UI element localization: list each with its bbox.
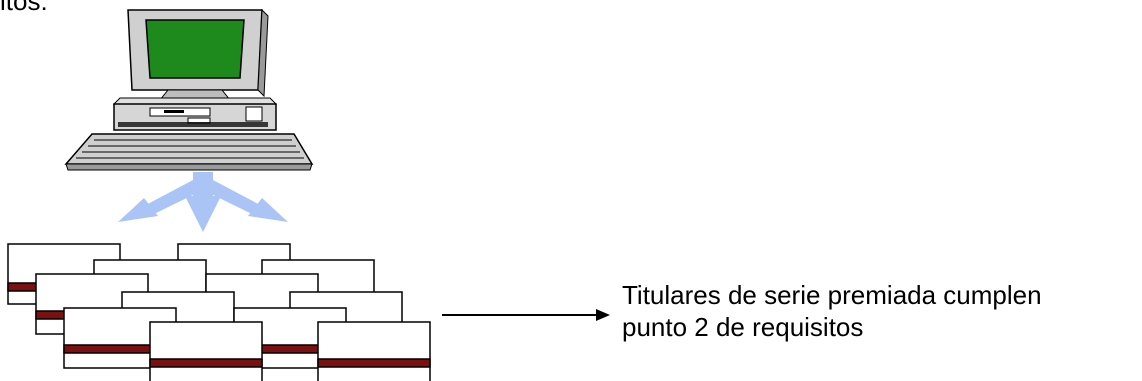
top-partial-text: itos:	[0, 0, 48, 16]
result-line-1: Titulares de serie premiada cumplen	[622, 280, 1042, 310]
three-way-arrow-icon	[118, 172, 288, 232]
card-stack-icon	[7, 243, 431, 381]
result-label: Titulares de serie premiada cumplen punt…	[622, 279, 1042, 343]
desktop-computer-icon	[64, 8, 314, 171]
monitor-screen	[145, 19, 245, 79]
result-line-2: punto 2 de requisitos	[622, 312, 864, 342]
right-arrow-icon	[442, 309, 610, 321]
